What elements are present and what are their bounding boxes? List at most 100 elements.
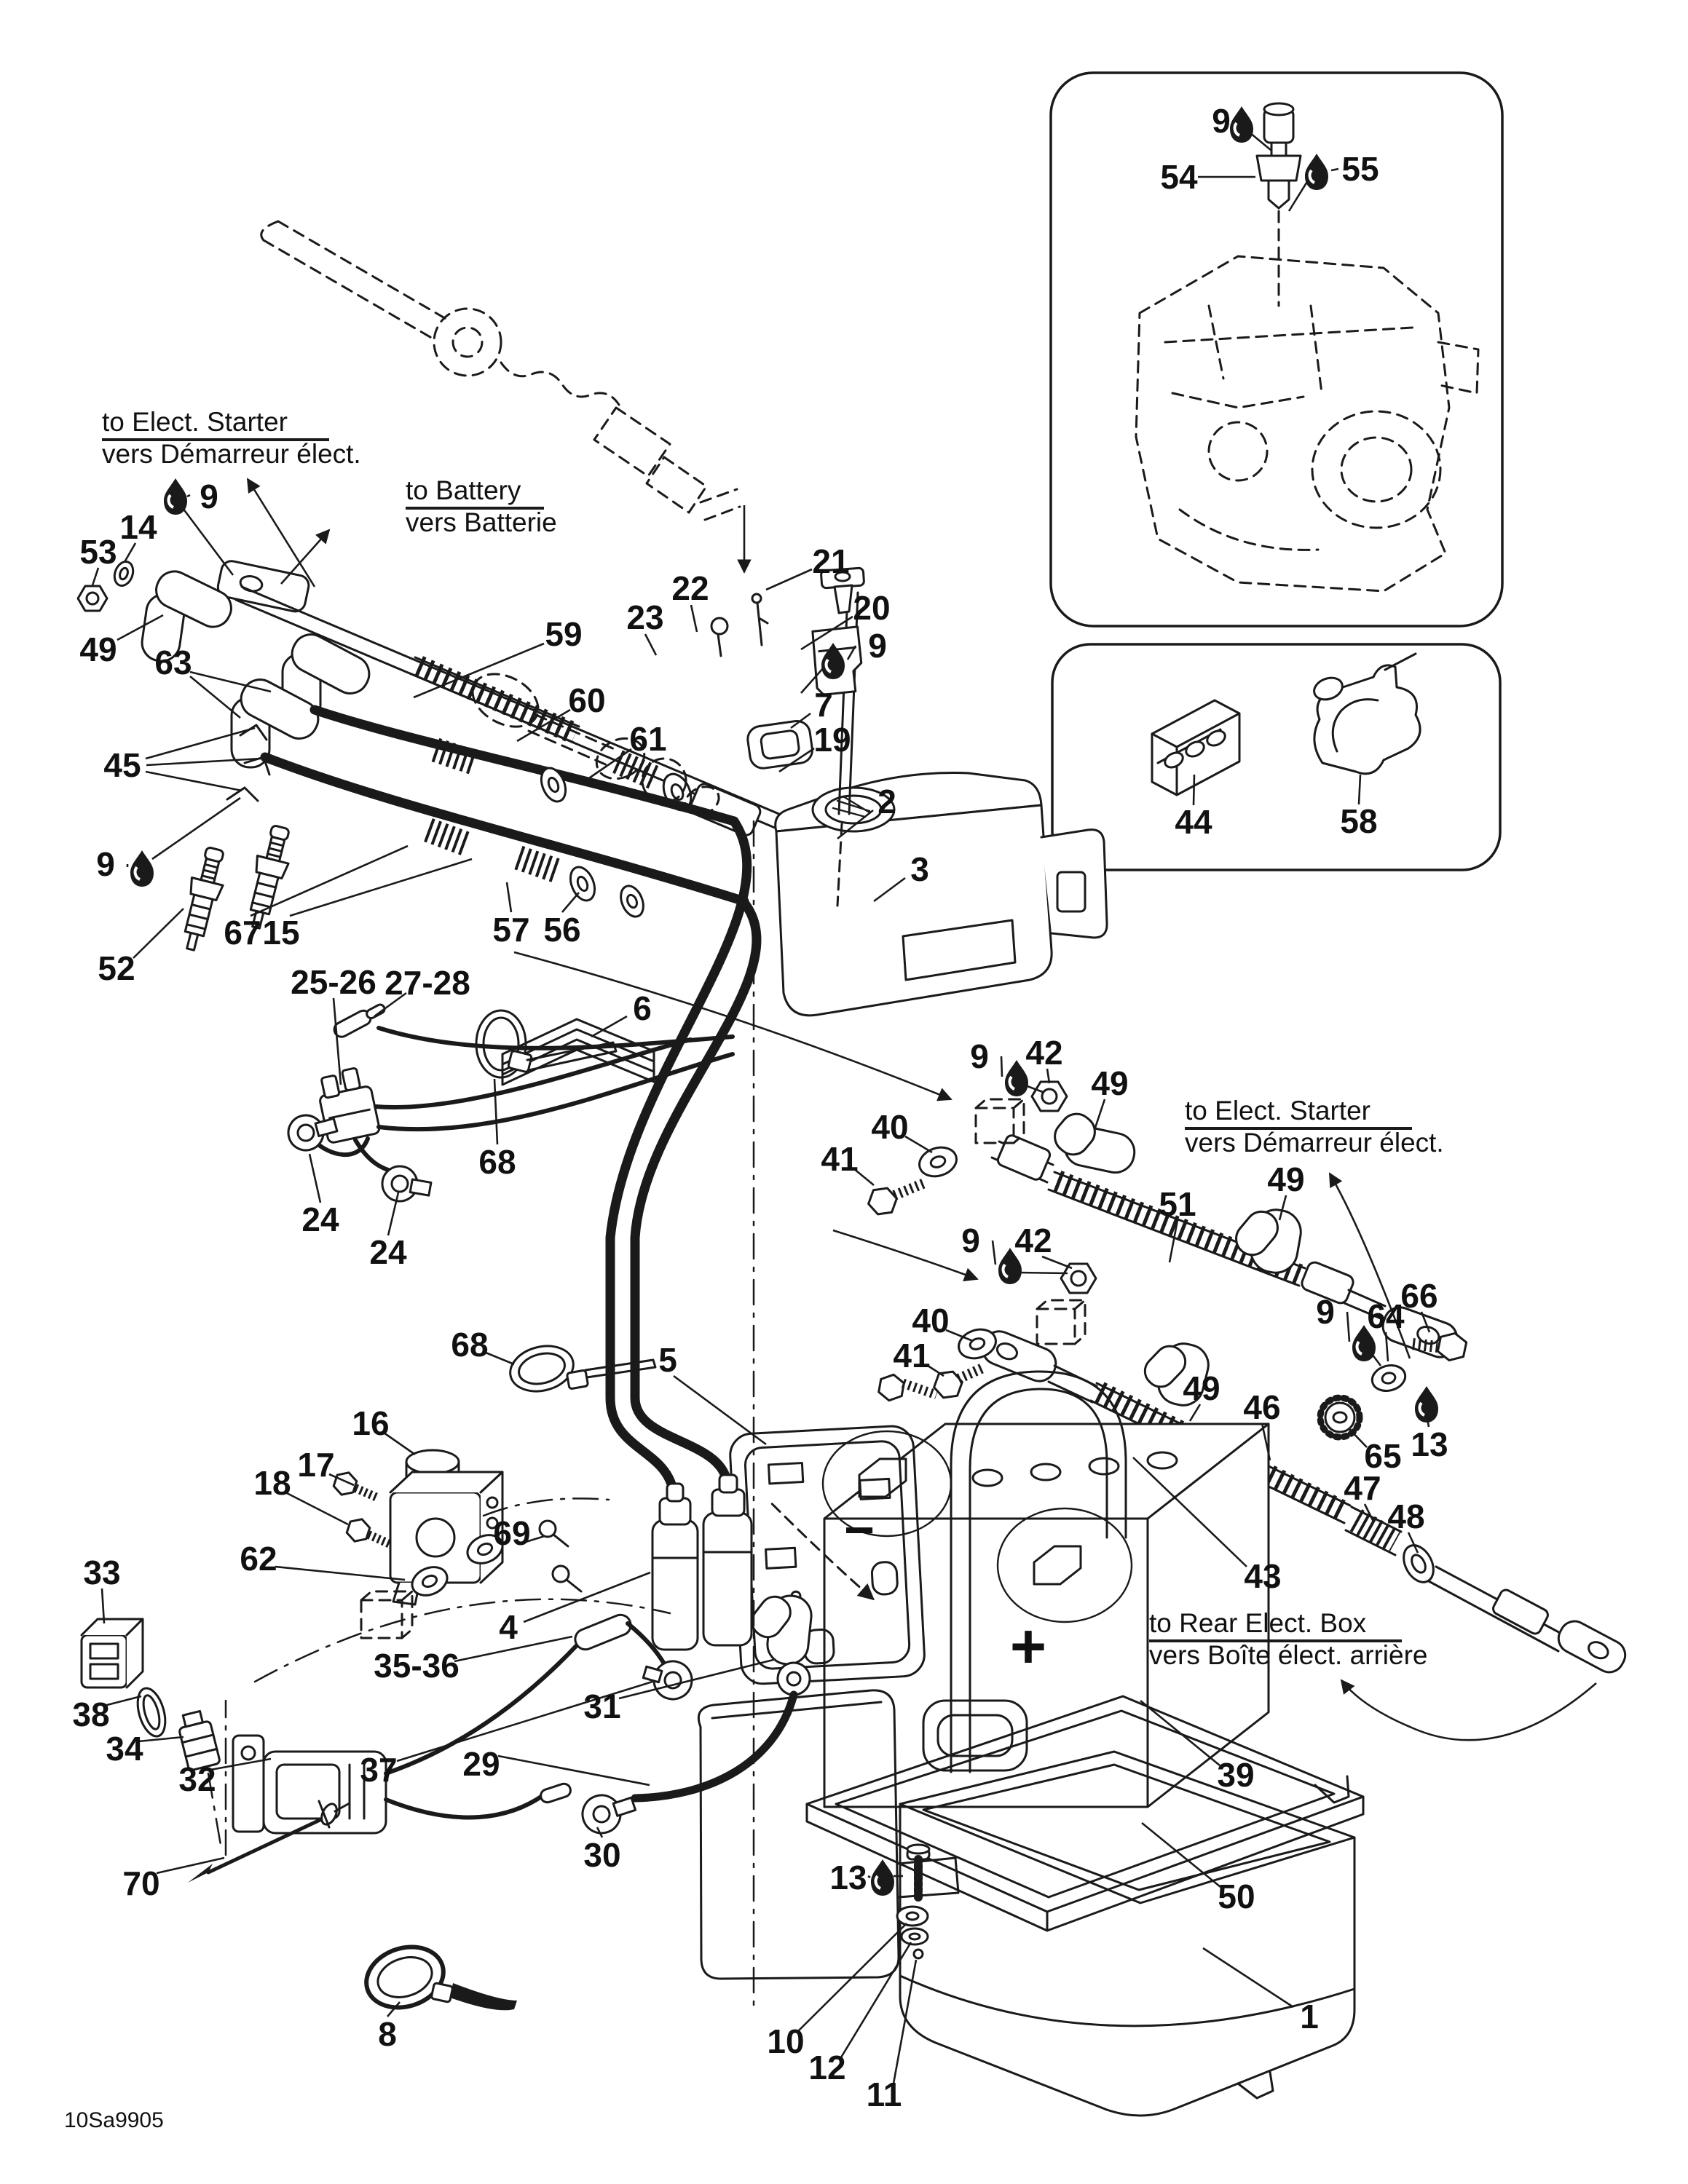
part-label-54: 54 bbox=[1160, 158, 1198, 196]
part-label-13: 13 bbox=[829, 1859, 867, 1896]
part-label-69: 69 bbox=[493, 1514, 530, 1552]
seal-38 bbox=[136, 1687, 167, 1738]
leader-line bbox=[618, 1658, 774, 1700]
lock-washer-65 bbox=[1317, 1394, 1363, 1441]
note-arrow-left-starter bbox=[246, 478, 316, 587]
part-label-67: 67 bbox=[224, 914, 261, 951]
part-label-+: + bbox=[1010, 1612, 1046, 1682]
note-rear-box-fr: vers Boîte élect. arrière bbox=[1149, 1640, 1427, 1670]
washer-62 bbox=[466, 1534, 504, 1564]
part-label-9: 9 bbox=[1212, 102, 1231, 140]
leader-line bbox=[867, 1875, 871, 1879]
leader-line bbox=[387, 1192, 400, 1236]
temp-sensor-54 bbox=[1255, 102, 1302, 307]
part-label-19: 19 bbox=[813, 721, 851, 759]
part-label-23: 23 bbox=[626, 598, 663, 636]
part-label-43: 43 bbox=[1244, 1557, 1281, 1595]
washer-40 bbox=[958, 1328, 997, 1360]
leader-line bbox=[1168, 1219, 1179, 1263]
part-label-63: 63 bbox=[154, 644, 192, 681]
washer-40 bbox=[918, 1146, 958, 1178]
ferrule-47 bbox=[1349, 1509, 1402, 1553]
leader-line bbox=[1141, 1821, 1221, 1888]
sensor-21 bbox=[820, 566, 865, 614]
part-label-68: 68 bbox=[451, 1326, 488, 1364]
boot-49 bbox=[1235, 1208, 1302, 1274]
part-label-38: 38 bbox=[72, 1696, 109, 1733]
part-label-15: 15 bbox=[262, 914, 299, 951]
part-label-49: 49 bbox=[1183, 1369, 1220, 1407]
leader-line bbox=[1348, 1428, 1368, 1448]
leader-line bbox=[1000, 1056, 1003, 1077]
routing-arrow bbox=[832, 1229, 979, 1282]
screw-23 bbox=[710, 617, 729, 657]
leader-line bbox=[145, 727, 256, 760]
routing-ghost bbox=[482, 1497, 610, 1517]
bin-screw-set bbox=[896, 1843, 931, 1960]
oil-reservoir-2 bbox=[710, 566, 1108, 1017]
screws-69 bbox=[538, 1519, 583, 1593]
nut-42 bbox=[1030, 1080, 1068, 1112]
part-label-24: 24 bbox=[369, 1233, 407, 1271]
note-battery-en: to Battery bbox=[406, 475, 521, 505]
part-label-8: 8 bbox=[378, 2015, 397, 2053]
note-left-starter-en: to Elect. Starter bbox=[102, 407, 288, 437]
note-rear-box-en: to Rear Elect. Box bbox=[1149, 1608, 1367, 1638]
oil-drop-icon bbox=[162, 477, 189, 516]
boot-49 bbox=[1143, 1342, 1210, 1406]
ring-terminal-24 bbox=[287, 1114, 339, 1152]
part-label-48: 48 bbox=[1387, 1497, 1424, 1535]
mount-ghost bbox=[360, 1590, 414, 1639]
part-label-31: 31 bbox=[583, 1688, 620, 1725]
part-label-29: 29 bbox=[462, 1745, 500, 1783]
connector-34 bbox=[178, 1709, 221, 1771]
part-label-9: 9 bbox=[961, 1222, 980, 1259]
washer-64 bbox=[1370, 1364, 1407, 1392]
leader-line bbox=[497, 1754, 650, 1787]
part-label-12: 12 bbox=[808, 2049, 845, 2086]
leader-line bbox=[1384, 1332, 1389, 1362]
part-label-42: 42 bbox=[1014, 1222, 1052, 1259]
inset-hardware-box bbox=[1051, 643, 1502, 871]
sleeve-35-36 bbox=[574, 1613, 632, 1651]
leader-line bbox=[117, 614, 164, 641]
leader-line bbox=[308, 1153, 322, 1203]
leader-line bbox=[146, 757, 261, 767]
part-label-35-36: 35-36 bbox=[374, 1647, 460, 1685]
leader-line bbox=[374, 992, 407, 1018]
leader-line bbox=[493, 1078, 499, 1145]
part-label-9: 9 bbox=[96, 845, 115, 883]
inset-engine-box bbox=[1049, 71, 1504, 628]
leader-line bbox=[396, 1680, 653, 1762]
part-label-10: 10 bbox=[767, 2022, 804, 2060]
leader-line bbox=[800, 615, 853, 651]
ring-terminal-37 bbox=[642, 1660, 693, 1701]
washer-62 bbox=[411, 1566, 449, 1597]
note-arrow-right-starter bbox=[1328, 1172, 1411, 1359]
tether-switch-ghost bbox=[260, 220, 741, 521]
oil-drop-icon bbox=[129, 849, 155, 888]
part-label-4: 4 bbox=[499, 1608, 518, 1646]
seal-48 bbox=[1403, 1544, 1435, 1583]
part-label-68: 68 bbox=[478, 1143, 516, 1181]
leader-line bbox=[1041, 1255, 1073, 1270]
part-label-44: 44 bbox=[1175, 803, 1212, 841]
part-label-5: 5 bbox=[658, 1341, 677, 1379]
oil-drop-icon bbox=[869, 1858, 896, 1897]
part-label-58: 58 bbox=[1340, 802, 1377, 840]
part-label-47: 47 bbox=[1344, 1469, 1381, 1507]
wire-clamp-44 bbox=[1151, 699, 1241, 796]
leader-line bbox=[485, 1351, 515, 1366]
note-arrow-battery bbox=[280, 529, 331, 585]
cable-tie-8 bbox=[364, 1944, 517, 2011]
part-label-2: 2 bbox=[877, 783, 896, 820]
part-label-53: 53 bbox=[79, 533, 117, 571]
part-label-20: 20 bbox=[853, 589, 890, 627]
ring-terminal-24 bbox=[381, 1165, 433, 1203]
tie-wrap-68 bbox=[509, 1345, 657, 1393]
leader-line bbox=[798, 1923, 907, 2031]
part-label-59: 59 bbox=[545, 615, 582, 653]
part-label-52: 52 bbox=[98, 949, 135, 987]
part-label-62: 62 bbox=[240, 1540, 277, 1578]
part-label-42: 42 bbox=[1025, 1034, 1062, 1072]
